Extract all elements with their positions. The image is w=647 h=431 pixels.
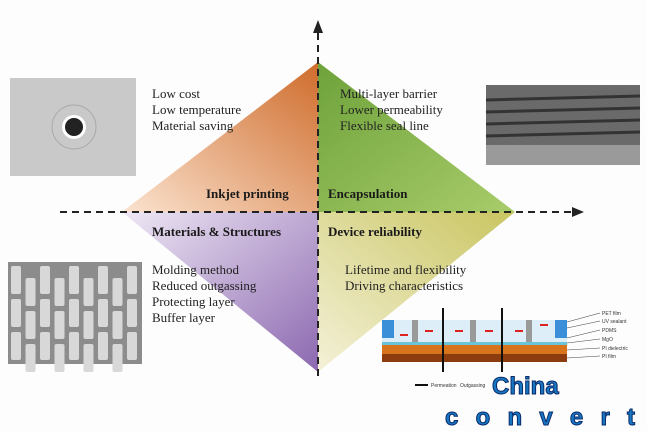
- inkjet-photo: [10, 78, 136, 176]
- grid-cell: [127, 299, 137, 327]
- layer-label: UV sealant: [602, 319, 627, 325]
- up-arrowhead: [313, 20, 323, 33]
- point: Low temperature: [152, 102, 242, 117]
- materials-quadrant: [122, 212, 318, 372]
- watermark-line1: China: [492, 373, 559, 400]
- watermark-line2: convert: [445, 404, 635, 431]
- grid-cell: [40, 299, 50, 327]
- grid-cell: [69, 299, 79, 327]
- point: Driving characteristics: [345, 278, 464, 293]
- watermark-logo: China convert: [445, 373, 636, 431]
- grid-cell: [83, 344, 94, 372]
- encapsulation-title: Encapsulation: [328, 186, 408, 201]
- grid-cell: [11, 266, 21, 294]
- grid-cell: [127, 266, 137, 294]
- grid-cell: [11, 332, 21, 360]
- point: Molding method: [152, 262, 240, 277]
- grid-cell: [54, 311, 65, 339]
- layer-label: PDMS: [602, 328, 617, 334]
- grid-cell: [98, 266, 108, 294]
- reliability-points: Lifetime and flexibility Driving charact…: [345, 262, 466, 294]
- layer-label: PI dielectric: [602, 346, 628, 352]
- layer-label: MgO: [602, 337, 613, 343]
- materials-title: Materials & Structures: [152, 224, 282, 239]
- grid-cell: [83, 278, 94, 306]
- reliability-quadrant: [318, 212, 515, 372]
- grid-cell: [54, 278, 65, 306]
- point: Buffer layer: [152, 310, 215, 325]
- layer-label: PET film: [602, 311, 621, 317]
- grid-cell: [11, 299, 21, 327]
- inkjet-quadrant: [122, 62, 318, 212]
- inkjet-points: Low cost Low temperature Material saving: [152, 86, 241, 134]
- inkjet-title: Inkjet printing: [206, 186, 289, 201]
- grid-cell: [40, 266, 50, 294]
- encapsulation-sem-photo: [485, 85, 641, 165]
- reliability-title: Device reliability: [328, 224, 422, 239]
- grid-cell: [127, 332, 137, 360]
- permeation-label: Permeation: [431, 383, 457, 389]
- grid-cell: [69, 266, 79, 294]
- point: Lifetime and flexibility: [345, 262, 467, 277]
- grid-cell: [25, 344, 36, 372]
- grid-cell: [25, 311, 36, 339]
- point: Protecting layer: [152, 294, 235, 309]
- point: Lower permeability: [340, 102, 443, 117]
- grid-cell: [40, 332, 50, 360]
- grid-cell: [25, 278, 36, 306]
- point: Flexible seal line: [340, 118, 429, 133]
- grid-cell: [112, 311, 123, 339]
- point: Low cost: [152, 86, 201, 101]
- encapsulation-quadrant: [318, 62, 515, 212]
- grid-cell: [83, 311, 94, 339]
- grid-cell: [112, 278, 123, 306]
- layer-label: PI film: [602, 354, 616, 360]
- grid-cell: [112, 344, 123, 372]
- device-cross-section: [382, 308, 601, 372]
- encapsulation-points: Multi-layer barrier Lower permeability F…: [340, 86, 443, 134]
- grid-cell: [69, 332, 79, 360]
- point: Multi-layer barrier: [340, 86, 438, 101]
- point: Material saving: [152, 118, 234, 133]
- grid-cell: [98, 332, 108, 360]
- point: Reduced outgassing: [152, 278, 257, 293]
- grid-cell: [54, 344, 65, 372]
- right-arrowhead: [572, 207, 584, 217]
- materials-points: Molding method Reduced outgassing Protec…: [152, 262, 256, 326]
- grid-cell: [98, 299, 108, 327]
- outgassing-label: Outgassing: [460, 383, 486, 389]
